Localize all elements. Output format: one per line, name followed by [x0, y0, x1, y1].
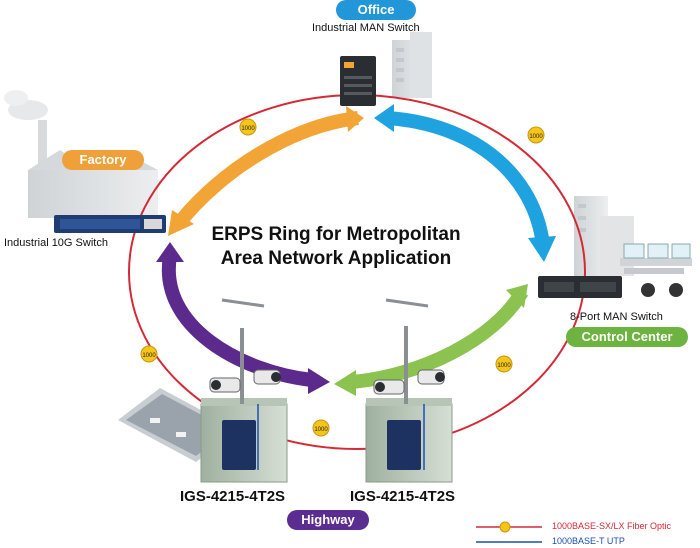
factory-label: Factory — [62, 150, 144, 170]
legend-utp-text: 1000BASE-T UTP — [552, 536, 625, 546]
diagram-title-line2: Area Network Application — [220, 248, 452, 269]
highway-cabinet-left — [200, 298, 288, 483]
legend-fiber-badge — [499, 521, 511, 533]
arrow-factory-to-highway — [156, 242, 330, 394]
control-switch-caption: 8-Port MAN Switch — [570, 311, 663, 323]
speed-badge: 1000 — [312, 419, 330, 437]
svg-text:1000: 1000 — [142, 353, 156, 359]
highway-right-model: IGS-4215-4T2S — [350, 488, 456, 505]
control-center-label: Control Center — [566, 327, 688, 347]
speed-badge: 1000 — [239, 118, 257, 136]
industrial-man-switch-device — [340, 56, 376, 106]
speed-badge: 1000 — [140, 345, 158, 363]
speed-badge: 1000 — [527, 126, 545, 144]
fiber-ring — [128, 94, 586, 450]
svg-text:1000: 1000 — [529, 134, 543, 140]
arrow-control-to-highway — [334, 284, 529, 396]
diagram-title-line1: ERPS Ring for Metropolitan — [211, 224, 461, 245]
factory-switch-caption: Industrial 10G Switch — [4, 237, 108, 249]
industrial-10g-switch-device — [54, 215, 166, 233]
highway-left-model: IGS-4215-4T2S — [180, 488, 286, 505]
8-port-man-switch-device — [538, 276, 622, 298]
legend — [476, 521, 542, 543]
control-center-desks — [620, 243, 692, 297]
svg-text:1000: 1000 — [241, 126, 255, 132]
speed-badge: 1000 — [495, 355, 513, 373]
office-label: Office — [336, 0, 416, 20]
office-buildings — [392, 32, 432, 98]
arrow-office-to-factory — [168, 106, 364, 236]
highway-label: Highway — [287, 510, 369, 530]
legend-fiber-text: 1000BASE-SX/LX Fiber Optic — [552, 521, 672, 531]
office-switch-caption: Industrial MAN Switch — [312, 22, 420, 34]
svg-text:1000: 1000 — [314, 427, 328, 433]
arrow-office-to-control — [374, 104, 556, 262]
svg-text:1000: 1000 — [497, 363, 511, 369]
highway-cabinet-right — [365, 298, 453, 483]
